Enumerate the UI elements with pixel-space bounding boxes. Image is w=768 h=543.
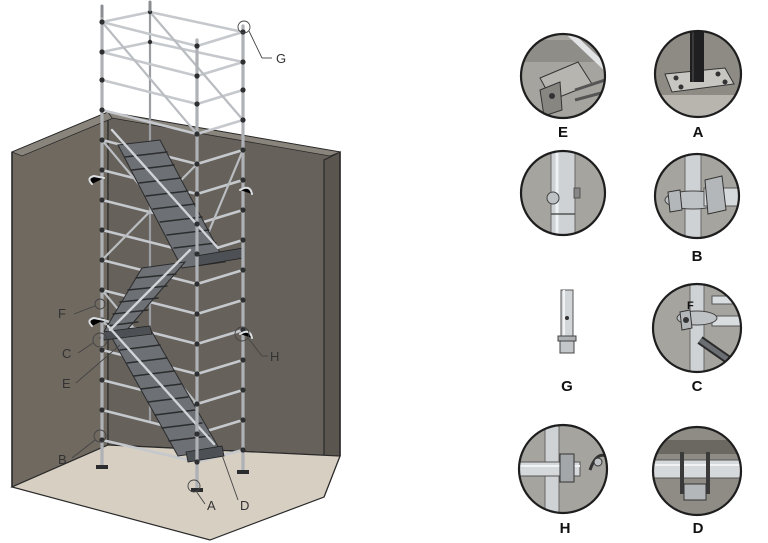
detail-d [651, 425, 743, 517]
callout-f: F [58, 306, 66, 321]
detail-label-g: G [561, 378, 573, 395]
detail-g-spigot [557, 289, 577, 354]
detail-c: F [651, 282, 743, 374]
detail-label-b: B [691, 248, 703, 265]
detail-a [653, 29, 743, 119]
detail-label-c: C [691, 378, 703, 395]
callout-c: C [62, 346, 71, 361]
callout-h: H [270, 349, 279, 364]
standards [100, 14, 245, 490]
floor [10, 444, 341, 541]
detail-label-d: D [692, 520, 704, 537]
scaffold-callouts [71, 20, 272, 505]
detail-c-inset-f: F [687, 300, 694, 312]
scaffold-callout-labels: G F C H E B A D [58, 51, 286, 513]
callout-g: G [276, 51, 286, 66]
callout-e: E [62, 376, 71, 391]
base-plates [96, 465, 249, 492]
back-wall [11, 111, 109, 488]
detail-b [653, 152, 741, 240]
detail-label-h: H [559, 520, 571, 537]
callout-a: A [207, 498, 216, 513]
callout-d: D [240, 498, 249, 513]
callout-b: B [58, 452, 67, 467]
scaffold-tower [88, 0, 253, 492]
wall-cap-right [107, 111, 342, 157]
side-wall [323, 151, 341, 498]
detail-h [517, 423, 609, 515]
detail-label-e: E [557, 124, 568, 141]
detail-e [519, 32, 607, 120]
detail-label-a: A [692, 124, 704, 141]
spigots [100, 0, 152, 18]
detail-spigot-pin [519, 149, 607, 237]
